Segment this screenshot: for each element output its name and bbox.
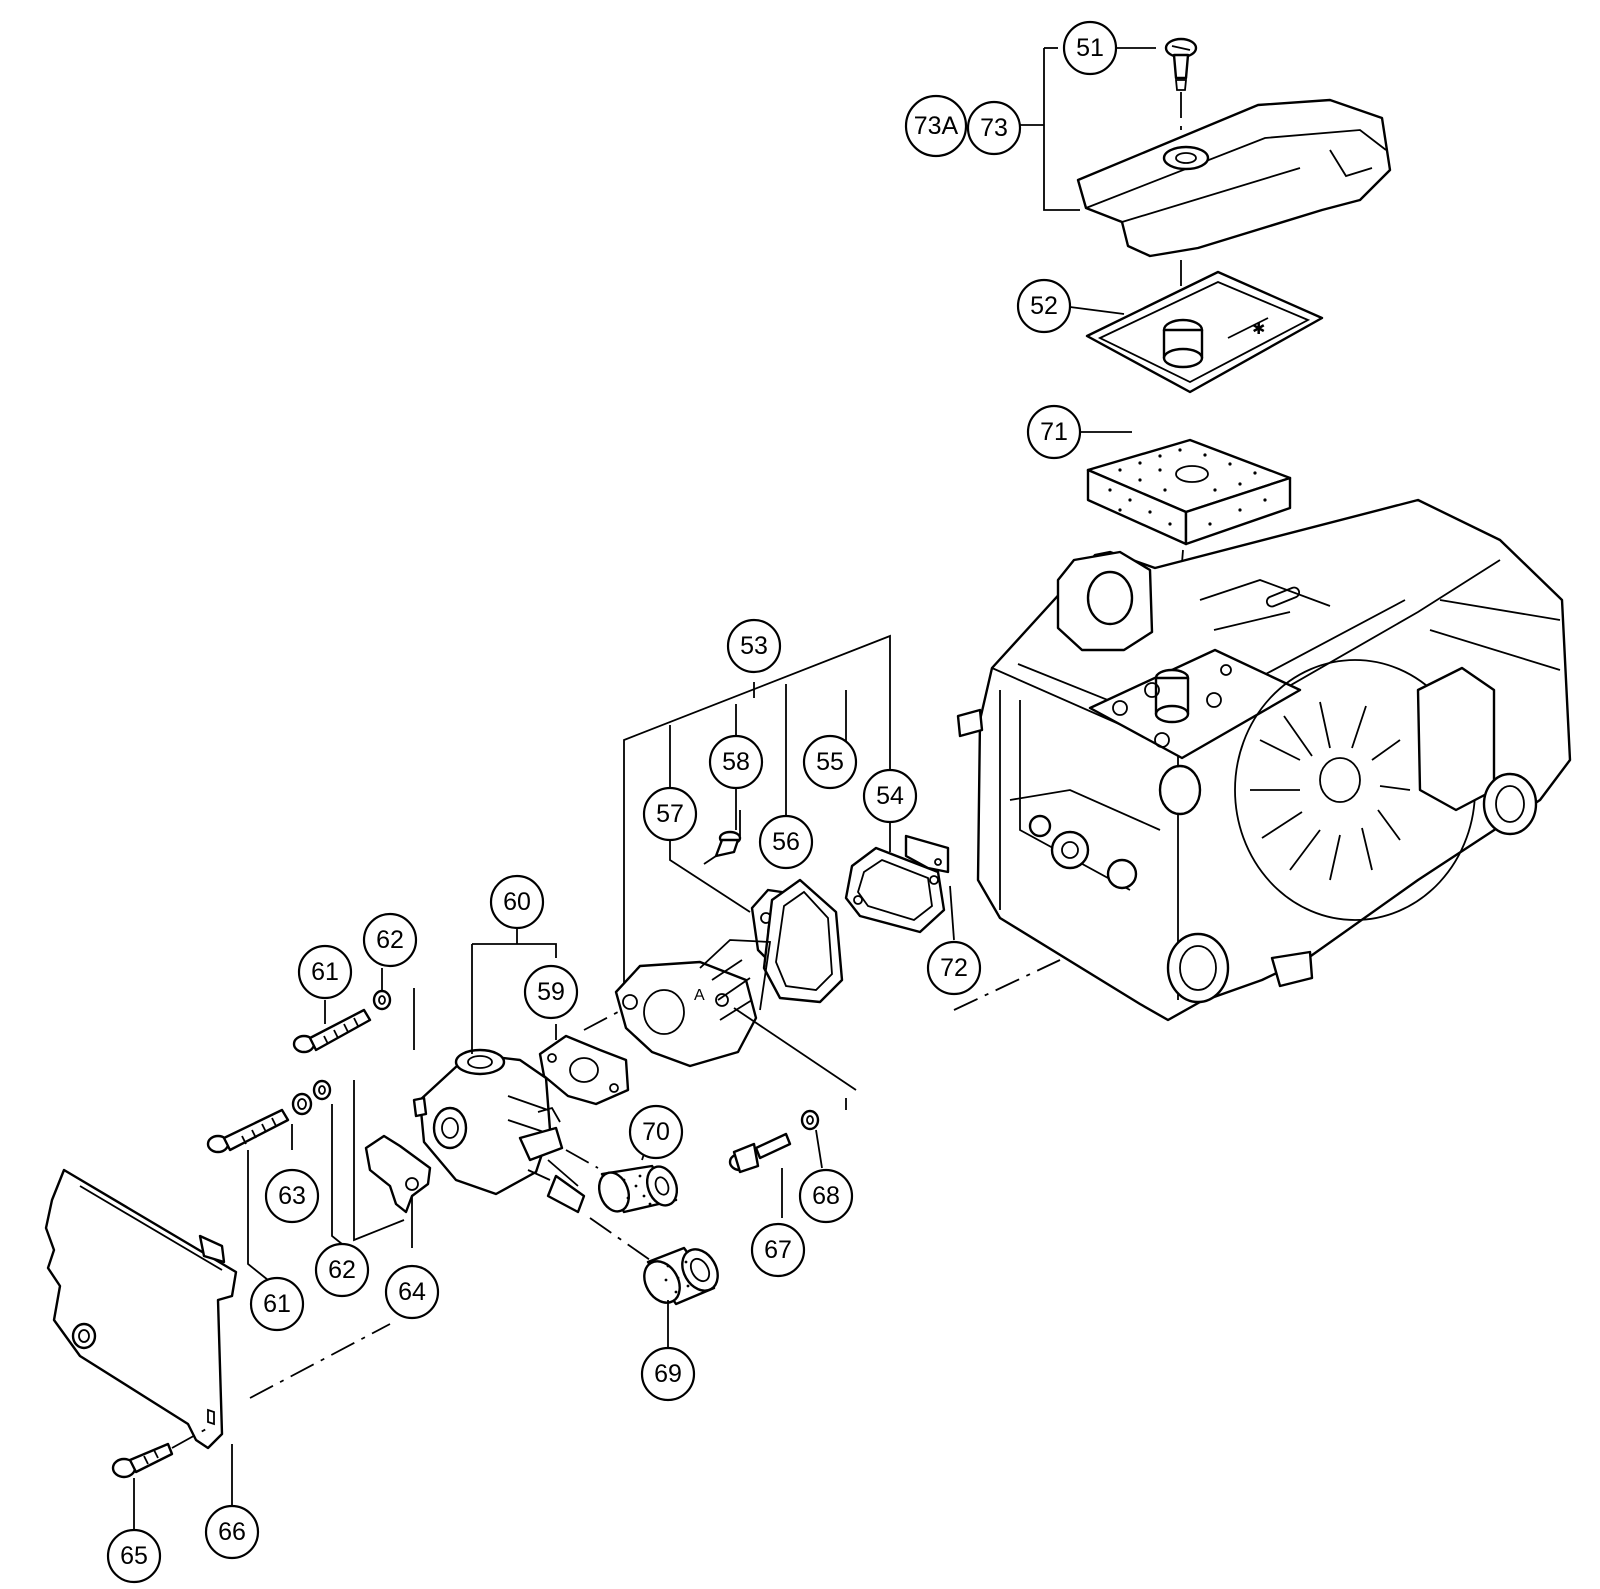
part-68-washer (800, 1098, 847, 1131)
part-53-intake-manifold: A (614, 939, 857, 1091)
svg-text:72: 72 (940, 954, 968, 982)
part-59-gasket (538, 1011, 630, 1106)
svg-text:62: 62 (328, 1256, 356, 1284)
callout-73a: 73A (904, 94, 968, 158)
part-54-insulator (844, 846, 946, 934)
callout-65: 65 (106, 1528, 162, 1584)
part-67-bolt (728, 1132, 792, 1174)
callout-61-lower: 61 (249, 1276, 305, 1332)
callout-51: 51 (1062, 20, 1118, 76)
callout-70: 70 (628, 1104, 684, 1160)
callout-60: 60 (489, 874, 545, 930)
part-63-washer (291, 1092, 313, 1116)
callout-62-lower: 62 (314, 1242, 370, 1298)
callout-69: 69 (640, 1346, 696, 1402)
part-70-fuel-filter (565, 1149, 679, 1214)
callout-55: 55 (802, 734, 858, 790)
svg-text:67: 67 (764, 1236, 792, 1264)
part-51-screw (1164, 37, 1198, 130)
part-52-filter-plate: ✱ (1085, 270, 1324, 394)
callout-58: 58 (708, 734, 764, 790)
callout-73: 73 (966, 100, 1022, 156)
svg-text:64: 64 (398, 1278, 426, 1306)
callout-61-upper: 61 (297, 944, 353, 1000)
callout-59: 59 (523, 964, 579, 1020)
svg-text:54: 54 (876, 782, 904, 810)
part-73-air-filter-cover (1076, 98, 1392, 330)
svg-text:51: 51 (1076, 34, 1104, 62)
svg-text:53: 53 (740, 632, 768, 660)
svg-text:63: 63 (278, 1182, 306, 1210)
svg-text:71: 71 (1040, 418, 1068, 446)
part-65-bolt (111, 1427, 209, 1479)
svg-text:59: 59 (537, 978, 565, 1006)
callout-53: 53 (726, 618, 782, 674)
callout-72: 72 (926, 940, 982, 996)
callout-57: 57 (642, 786, 698, 842)
part-55-gasket (762, 878, 844, 1004)
svg-text:61: 61 (311, 958, 339, 986)
part-72-bracket (904, 834, 950, 874)
callout-63: 63 (264, 1168, 320, 1224)
svg-text:65: 65 (120, 1542, 148, 1570)
part-engine-housing (956, 498, 1572, 1022)
callout-52: 52 (1016, 278, 1072, 334)
part-62-washer-lower (312, 1079, 405, 1242)
callout-68: 68 (798, 1168, 854, 1224)
svg-text:55: 55 (816, 748, 844, 776)
svg-text:A: A (694, 987, 705, 1004)
svg-text:56: 56 (772, 828, 800, 856)
svg-text:62: 62 (376, 926, 404, 954)
callout-67: 67 (750, 1222, 806, 1278)
svg-text:70: 70 (642, 1118, 670, 1146)
part-62-washer-upper (372, 988, 415, 1050)
svg-text:66: 66 (218, 1518, 246, 1546)
part-66-side-cover (44, 1168, 391, 1450)
callout-54: 54 (862, 768, 918, 824)
callout-66: 66 (204, 1504, 260, 1560)
svg-text:✱: ✱ (1252, 321, 1265, 338)
svg-text:69: 69 (654, 1360, 682, 1388)
svg-text:57: 57 (656, 800, 684, 828)
svg-text:73A: 73A (914, 112, 959, 140)
callout-64: 64 (384, 1264, 440, 1320)
svg-text:60: 60 (503, 888, 531, 916)
svg-text:61: 61 (263, 1290, 291, 1318)
part-69-filter (589, 1217, 719, 1306)
callout-62-upper: 62 (362, 912, 418, 968)
callout-56: 56 (758, 814, 814, 870)
svg-text:73: 73 (980, 114, 1008, 142)
part-64-choke-lever (364, 1134, 432, 1214)
svg-text:52: 52 (1030, 292, 1058, 320)
part-71-filter-sponge (1086, 438, 1292, 691)
part-61-bolt-lower (206, 1108, 290, 1154)
svg-text:68: 68 (812, 1182, 840, 1210)
alignment-line-housing (953, 959, 1061, 1011)
callout-71: 71 (1026, 404, 1082, 460)
part-58-screw (703, 830, 742, 865)
part-60-carburetor (412, 1048, 586, 1214)
svg-text:58: 58 (722, 748, 750, 776)
part-61-bolt-upper (292, 1008, 372, 1054)
